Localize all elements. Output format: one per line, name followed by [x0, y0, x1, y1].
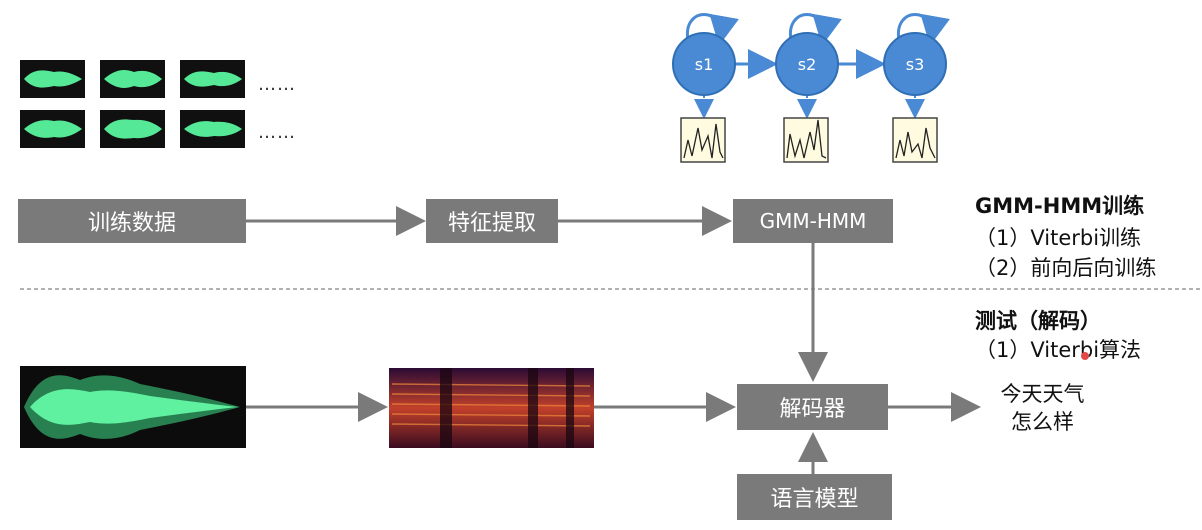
decoder-box: 解码器 — [737, 384, 888, 430]
self-loop-s3 — [897, 13, 950, 46]
state-s1-label: s1 — [695, 55, 714, 74]
language-model-box: 语言模型 — [737, 474, 892, 520]
emission-plot-s3 — [892, 117, 938, 163]
train-data-box: 训练数据 — [18, 199, 246, 243]
output-line-1: 今天天气 — [1000, 382, 1085, 406]
train-wave-5 — [100, 110, 165, 148]
state-s3-label: s3 — [906, 55, 925, 74]
input-waveform — [20, 366, 246, 448]
emission-plot-s2 — [783, 117, 829, 163]
train-wave-2 — [100, 60, 165, 98]
state-s3-circle — [883, 32, 947, 96]
state-s1-circle — [672, 32, 736, 96]
train-item-2: （2）前向后向训练 — [975, 256, 1157, 280]
hmm-diagram: s1 s2 s3 — [672, 13, 950, 163]
self-loop-s2 — [789, 13, 842, 46]
ellipsis-row-1: …… — [258, 74, 296, 95]
output-line-2: 怎么样 — [1011, 410, 1074, 434]
self-loop-s1 — [686, 13, 739, 46]
cursor-marker — [1081, 352, 1089, 360]
train-title: GMM-HMM训练 — [975, 194, 1145, 218]
state-s2-label: s2 — [798, 55, 817, 74]
test-item-1: （1）Viterbi算法 — [975, 338, 1142, 362]
train-wave-3 — [180, 60, 245, 98]
ellipsis-row-2: …… — [258, 122, 296, 143]
decoded-output: 今天天气 怎么样 — [980, 380, 1105, 436]
state-s2-circle — [775, 32, 839, 96]
train-item-1: （1）Viterbi训练 — [975, 226, 1142, 250]
train-wave-4 — [20, 110, 85, 148]
test-title: 测试（解码） — [975, 309, 1101, 333]
feature-extract-box: 特征提取 — [426, 199, 558, 243]
gmm-hmm-box: GMM-HMM — [733, 199, 893, 243]
spectrogram — [389, 368, 594, 448]
emission-plot-s1 — [680, 117, 726, 163]
train-wave-6 — [180, 110, 245, 148]
train-wave-1 — [20, 60, 85, 98]
